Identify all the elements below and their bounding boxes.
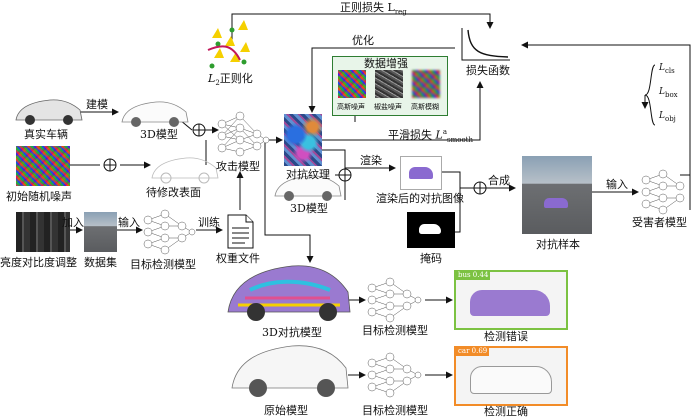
adversarial-sample-label: 对抗样本	[536, 238, 580, 251]
attack-model-label: 攻击模型	[216, 160, 260, 173]
model-3d-label: 3D模型	[140, 128, 178, 141]
initial-noise-image	[16, 146, 70, 186]
augmentation-title: 数据增强	[364, 57, 408, 70]
optimize-label: 优化	[352, 34, 374, 47]
detection-model-b-label: 目标检测模型	[362, 324, 428, 337]
brightness-image	[16, 212, 70, 252]
loss-obj-label: Lobj	[659, 111, 676, 123]
brightness-label: 亮度对比度调整	[0, 256, 77, 269]
optimize-arrow	[308, 47, 455, 113]
real-vehicle-image	[15, 99, 83, 125]
adv-model-3d-label: 3D对抗模型	[262, 326, 322, 339]
original-model-label: 原始模型	[264, 404, 308, 417]
train-label: 训练	[198, 216, 220, 229]
rendered-image	[400, 156, 442, 190]
render-label: 渲染	[360, 154, 382, 167]
build-model-label: 建模	[86, 98, 108, 111]
reg-loss-arrow	[231, 13, 494, 40]
loss-curve-icon	[461, 28, 510, 61]
adversarial-texture-label: 对抗纹理	[286, 168, 330, 181]
salt-pepper-label: 椒盐噪声	[374, 103, 402, 111]
nn-attack	[217, 111, 270, 157]
surface-to-modify-label: 待修改表面	[146, 186, 201, 199]
l2-regularization-icon	[207, 20, 250, 69]
weight-file-label: 权重文件	[216, 252, 260, 265]
dataset-image	[84, 212, 117, 252]
original-car-image	[231, 345, 349, 397]
nn-victim	[641, 169, 685, 215]
detect-correct-image: car 0.69	[454, 346, 568, 406]
loss-brace	[644, 64, 656, 126]
detection-model-a-label: 目标检测模型	[130, 258, 196, 271]
loss-box-label: Lbox	[659, 87, 678, 99]
mask-image	[407, 212, 455, 248]
rendered-image-label: 渲染后的对抗图像	[376, 192, 464, 205]
detect-wrong-label: 检测错误	[484, 330, 528, 343]
nn-detection-c	[367, 352, 422, 398]
texture-to-render	[322, 149, 346, 168]
loss-function-label: 损失函数	[466, 64, 510, 77]
mask-to-composite	[455, 188, 461, 233]
detection-model-c-label: 目标检测模型	[362, 404, 428, 417]
l2-norm-label: L2正则化	[208, 72, 253, 88]
attack-down-arrow	[264, 140, 314, 263]
weight-file-icon	[227, 214, 254, 249]
loss-cls-label: Lcls	[659, 63, 675, 75]
gaussian-noise-label: 高斯噪声	[337, 103, 365, 111]
adv-3d-car-image	[227, 265, 351, 321]
detect-correct-label: 检测正确	[484, 405, 528, 418]
nn-detection-a	[143, 209, 196, 255]
reg-loss-label: 正则损失 Lreg	[340, 1, 407, 17]
surface-to-modify-image	[151, 157, 219, 184]
gaussian-noise-thumb	[338, 70, 366, 98]
gaussian-blur-thumb	[412, 70, 440, 98]
adversarial-sample-image	[522, 156, 592, 234]
model-3d-b-label: 3D模型	[290, 202, 328, 215]
model-3d-image	[121, 101, 189, 127]
initial-noise-label: 初始随机噪声	[6, 190, 72, 203]
smooth-loss-arrow	[322, 81, 484, 141]
adversarial-texture-image	[284, 114, 322, 166]
smooth-loss-label: 平滑损失 Lasmooth	[388, 128, 473, 144]
add-label: 加入	[62, 216, 84, 229]
rendered-to-composite	[440, 171, 480, 189]
dataset-label: 数据集	[84, 256, 117, 269]
salt-pepper-thumb	[375, 70, 403, 98]
gaussian-blur-label: 高斯模糊	[411, 103, 439, 111]
input-victim-label: 输入	[606, 178, 628, 191]
model-3d-b-image	[274, 175, 342, 201]
detect-wrong-image: bus 0.44	[454, 270, 568, 330]
loss-feedback-arrow	[521, 41, 691, 210]
composite-label: 合成	[488, 174, 510, 187]
nn-detection-b	[367, 277, 422, 323]
real-vehicle-label: 真实车辆	[24, 128, 68, 141]
input-det-label: 输入	[118, 216, 140, 229]
mask-label: 掩码	[420, 252, 442, 265]
det-wrong-tag: bus 0.44	[456, 271, 491, 280]
victim-model-label: 受害者模型	[632, 216, 687, 229]
det-correct-tag: car 0.69	[456, 347, 490, 356]
